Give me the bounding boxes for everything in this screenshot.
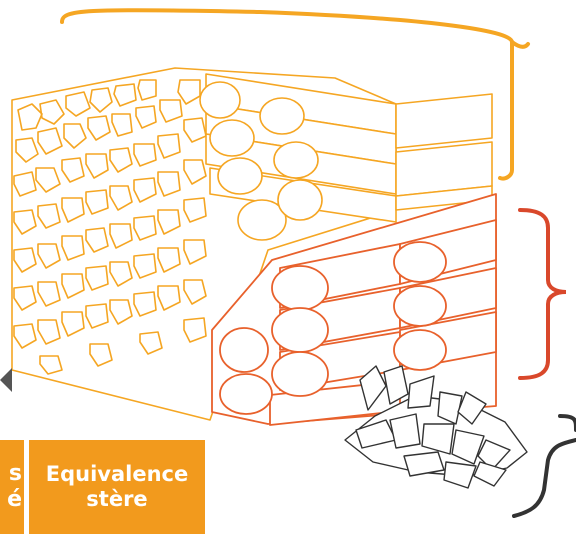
equivalence-title-line2: stère bbox=[29, 487, 205, 512]
partial-column-label: s é bbox=[0, 440, 24, 534]
equivalence-stere-label: Equivalence stère bbox=[29, 440, 205, 534]
equivalence-title-line1: Equivalence bbox=[29, 462, 205, 487]
brace-bottom bbox=[514, 416, 576, 516]
brace-middle bbox=[520, 210, 566, 378]
partial-arrow-left bbox=[0, 368, 12, 392]
partial-column-line2: é bbox=[7, 487, 22, 513]
partial-column-line1: s bbox=[9, 461, 22, 487]
